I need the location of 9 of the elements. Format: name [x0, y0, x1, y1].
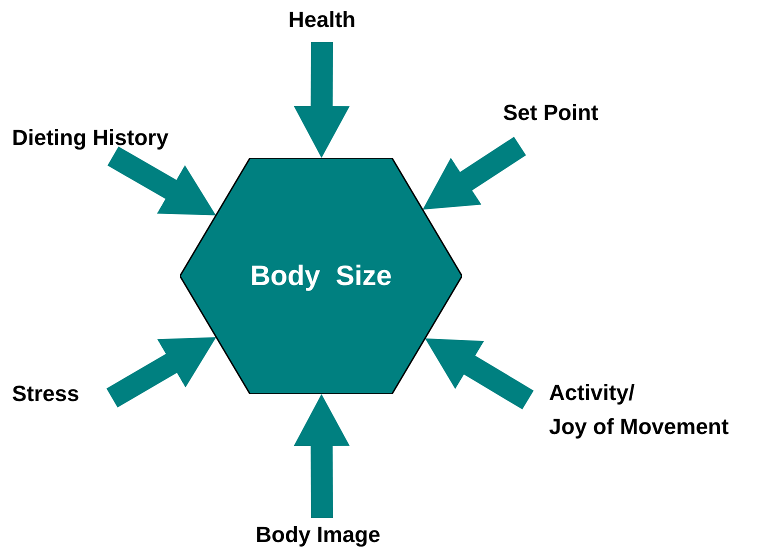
arrow: [294, 394, 350, 518]
factor-label: Dieting History: [12, 121, 202, 155]
factor-label: Set Point: [503, 96, 623, 130]
factor-label: Stress: [12, 377, 92, 411]
arrow: [294, 42, 350, 158]
factor-label: Activity/ Joy of Movement: [549, 376, 761, 444]
factor-label: Health: [272, 3, 372, 37]
hexagon-label: Body Size: [250, 259, 392, 293]
factor-label: Body Image: [238, 518, 398, 548]
